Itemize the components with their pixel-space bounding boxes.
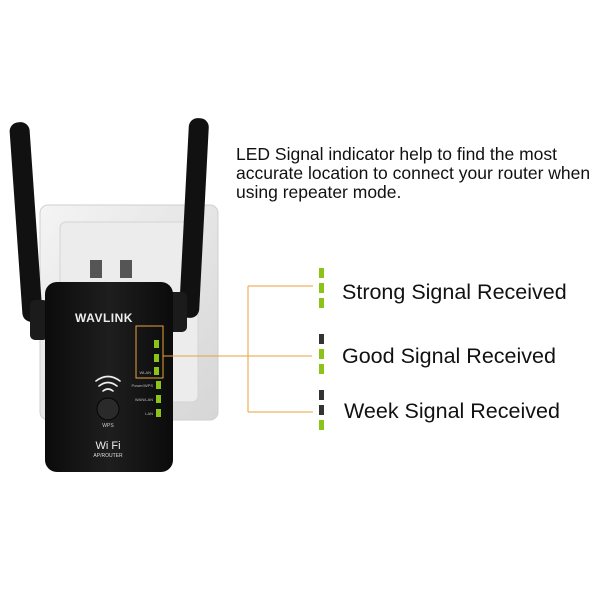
- wifi-icon: [95, 375, 121, 392]
- legend-strong-label: Strong Signal Received: [342, 280, 567, 304]
- description-text: LED Signal indicator help to find the mo…: [236, 144, 591, 202]
- svg-text:Wi Fi: Wi Fi: [95, 440, 120, 452]
- signal-bar-on: [319, 420, 324, 430]
- antenna-left: [9, 122, 48, 340]
- legend-week-label: Week Signal Received: [344, 399, 560, 423]
- wps-button: [96, 397, 120, 421]
- signal-bar-off: [319, 334, 324, 344]
- legend-good-label: Good Signal Received: [342, 344, 556, 368]
- svg-text:WPS: WPS: [102, 423, 114, 429]
- signal-bar-on: [319, 283, 324, 293]
- signal-bar-on: [319, 268, 324, 278]
- connector-lines: [135, 285, 313, 413]
- brand-logo: WAVLINK: [75, 311, 133, 325]
- repeater-body: WAVLINK WLAN Power/WPS WAN/LAN LAN WPS W…: [45, 282, 173, 472]
- signal-bar-on: [319, 364, 324, 374]
- svg-text:WLAN: WLAN: [139, 370, 151, 375]
- svg-text:Power/WPS: Power/WPS: [131, 383, 153, 388]
- svg-text:LAN: LAN: [145, 411, 153, 416]
- svg-text:WAN/LAN: WAN/LAN: [135, 397, 153, 402]
- signal-bar-on: [319, 349, 324, 359]
- svg-text:AP/ROUTER: AP/ROUTER: [93, 453, 123, 459]
- signal-bar-on: [319, 298, 324, 308]
- signal-bar-off: [319, 405, 324, 415]
- signal-bar-off: [319, 390, 324, 400]
